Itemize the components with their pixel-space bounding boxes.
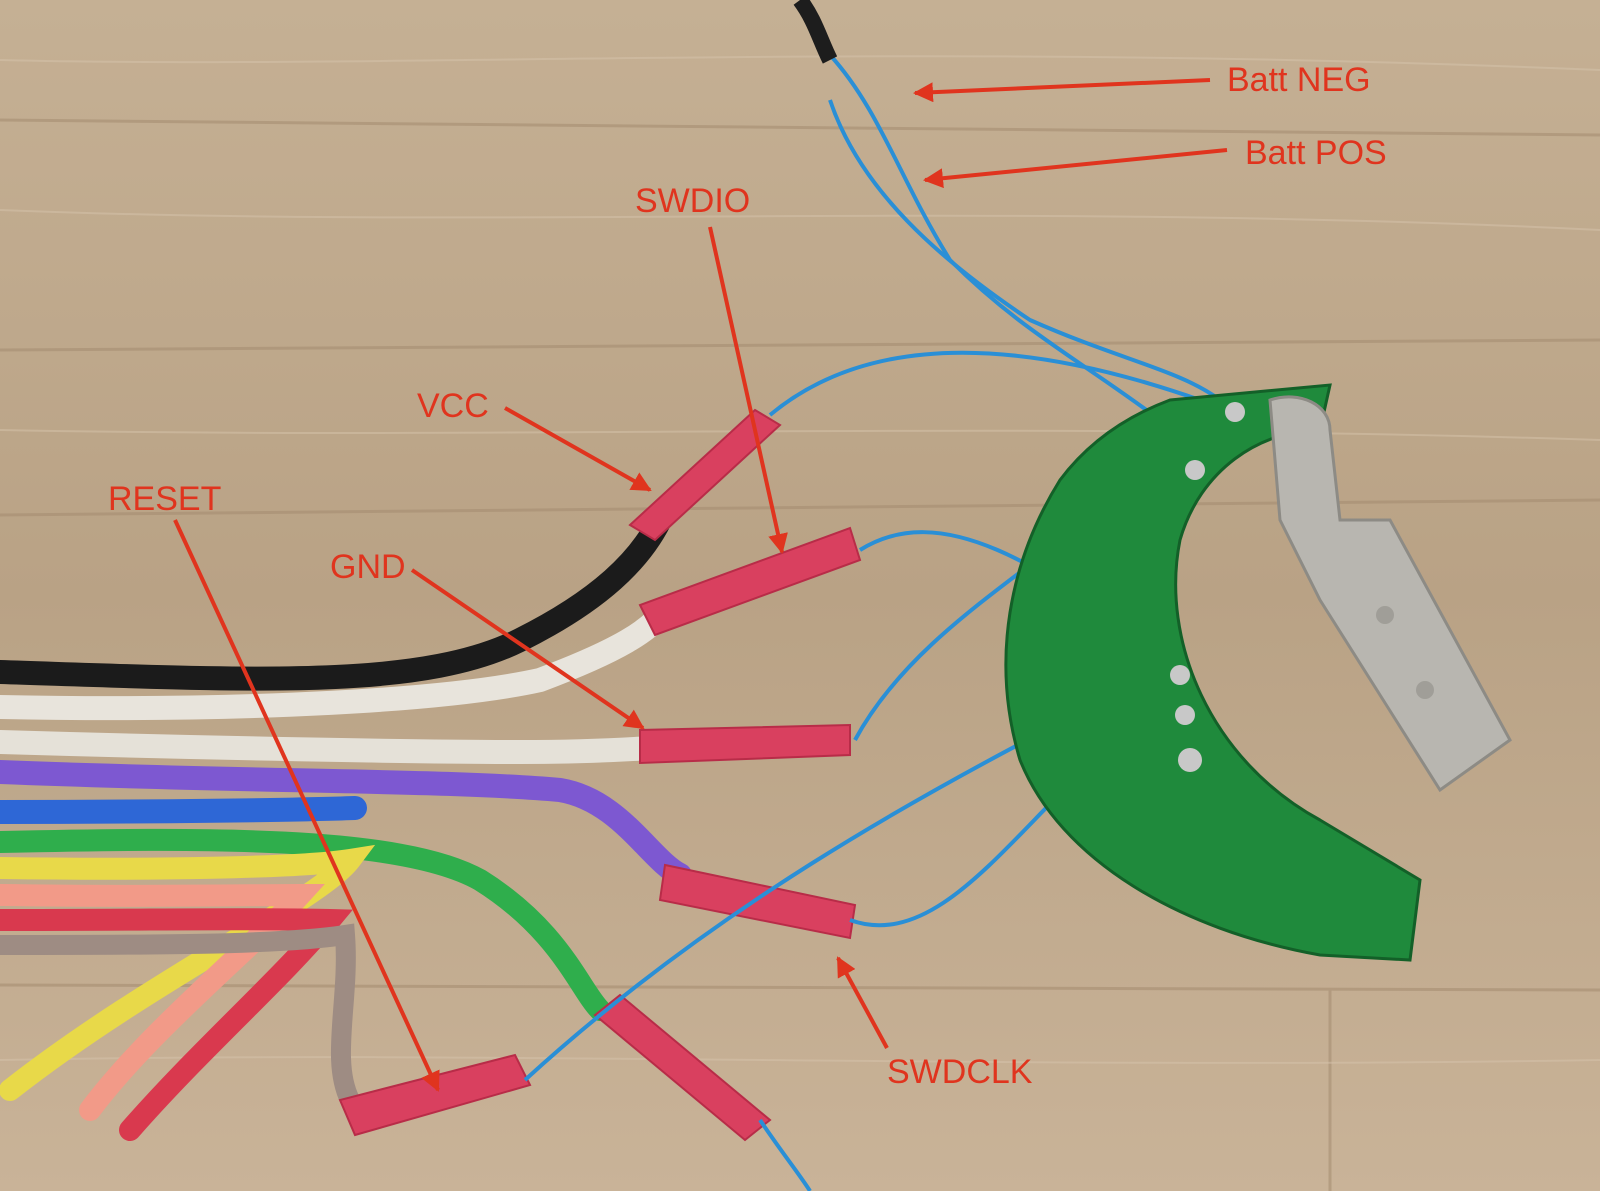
arrow-gnd xyxy=(410,568,645,730)
arrow-reset xyxy=(173,519,440,1092)
arrow-vcc xyxy=(504,406,652,492)
label-vcc: VCC xyxy=(417,387,489,425)
label-reset: RESET xyxy=(108,480,221,518)
label-swdclk: SWDCLK xyxy=(887,1053,1033,1091)
arrow-swdio xyxy=(708,226,788,554)
pcb-board xyxy=(1004,383,1422,962)
label-batt-pos: Batt POS xyxy=(1245,134,1387,172)
annotation-arrows xyxy=(173,78,1228,1092)
label-swdio: SWDIO xyxy=(635,182,750,220)
arrow-batt-pos xyxy=(923,148,1228,189)
label-batt-neg: Batt NEG xyxy=(1227,61,1371,99)
label-gnd: GND xyxy=(330,548,406,586)
arrow-batt-neg xyxy=(913,78,1211,103)
arrow-swdclk xyxy=(836,956,889,1049)
wood-grain xyxy=(0,55,1600,1064)
ribbon-cable xyxy=(0,508,692,1141)
heat-shrink-sleeves xyxy=(338,408,862,1142)
battery-contact-tab xyxy=(1268,395,1512,793)
